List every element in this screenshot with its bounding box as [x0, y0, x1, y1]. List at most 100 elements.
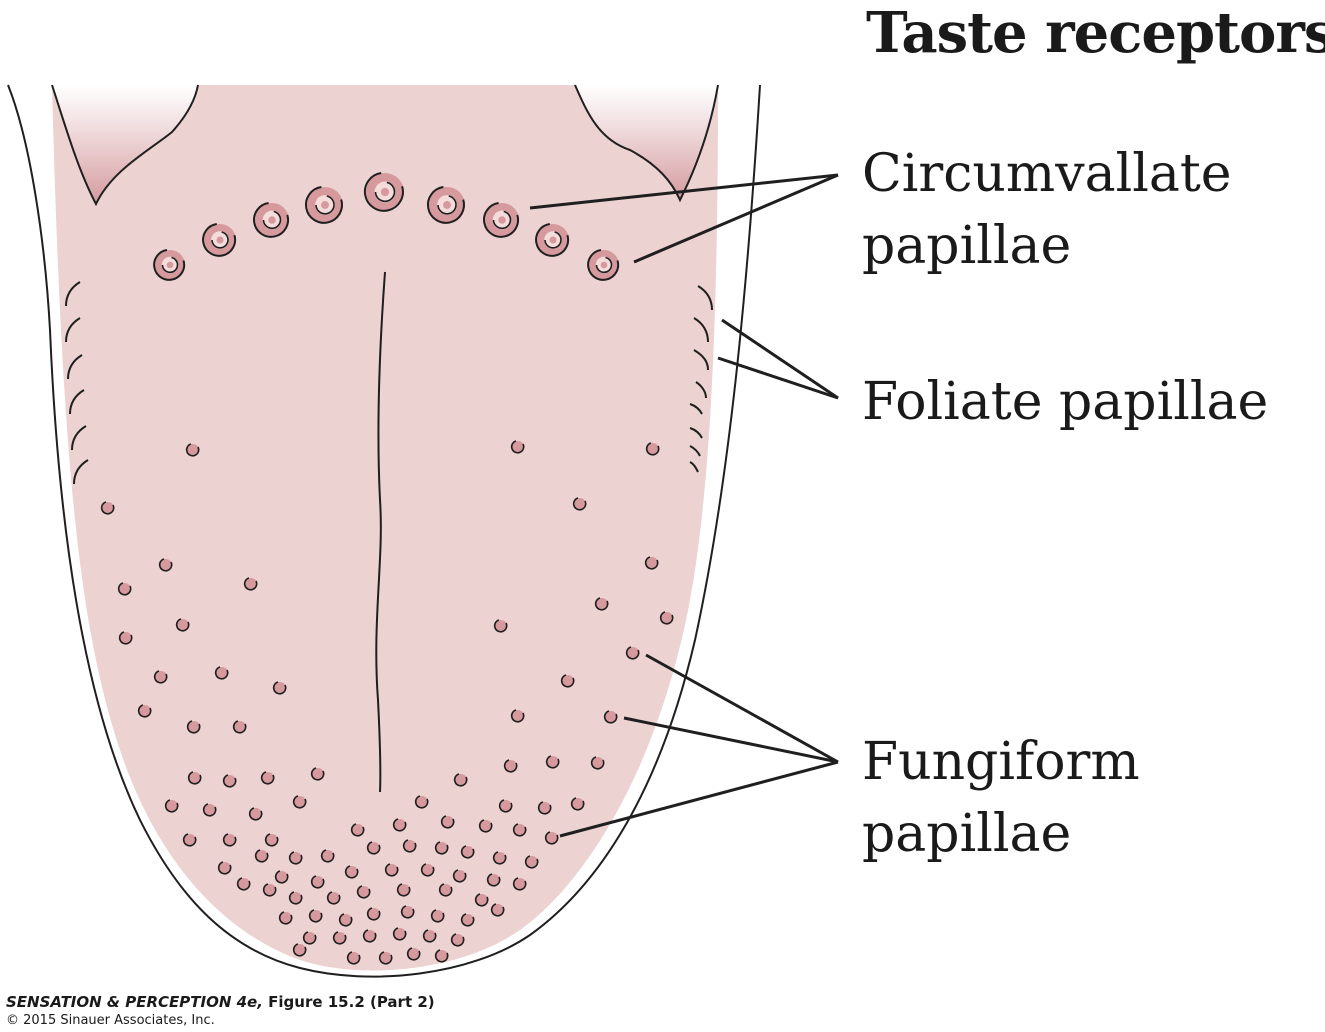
- foliate-folds-right: [689, 285, 713, 473]
- fungiform-papilla: [302, 931, 317, 945]
- leader-fung-3: [559, 760, 839, 838]
- fungiform-papilla: [366, 841, 381, 855]
- copyright-line: © 2015 Sinauer Associates, Inc.: [6, 1013, 215, 1028]
- fungiform-papilla: [202, 803, 217, 817]
- diagram-title: Taste receptors:: [866, 0, 1325, 66]
- circumvallate-papilla: [483, 202, 519, 238]
- fungiform-papilla: [474, 893, 489, 907]
- fungiform-papilla: [420, 863, 435, 877]
- fungiform-papilla: [570, 797, 585, 811]
- figure-credit: SENSATION & PERCEPTION 4e, Figure 15.2 (…: [6, 993, 435, 1011]
- fungiform-papilla: [320, 849, 335, 863]
- fungiform-papilla: [493, 619, 508, 633]
- fungiform-papilla: [326, 891, 341, 905]
- fungiform-papilla: [572, 497, 587, 511]
- fungiform-papilla: [346, 951, 361, 965]
- fungiform-papilla: [118, 631, 133, 645]
- circumvallate-papilla: [587, 249, 620, 281]
- label-circumvallate-line2: papillae: [862, 216, 1072, 276]
- fungiform-papilla: [254, 849, 269, 863]
- credit-figure: Figure 15.2 (Part 2): [262, 993, 435, 1011]
- fungiform-papilla: [512, 877, 527, 891]
- fungiform-papilla: [396, 883, 411, 897]
- fungiform-papilla: [503, 759, 518, 773]
- leader-fung-2: [623, 716, 839, 764]
- fungiform-papilla: [137, 704, 152, 718]
- fungiform-papilla: [214, 666, 229, 680]
- fungiform-papilla: [338, 913, 353, 927]
- fungiform-papilla: [434, 949, 449, 963]
- fungiform-papilla: [272, 681, 287, 695]
- fungiform-papilla: [486, 873, 501, 887]
- fungiform-papilla: [187, 771, 202, 785]
- tongue-body: [52, 85, 718, 971]
- fungiform-papilla: [182, 833, 197, 847]
- fungiform-papilla: [378, 951, 393, 965]
- fungiform-papilla: [414, 795, 429, 809]
- fungiform-papilla: [392, 927, 407, 941]
- fungiform-papilla: [100, 501, 115, 515]
- fungiform-papilla: [537, 801, 552, 815]
- fungiform-papilla: [264, 833, 279, 847]
- fungiform-papilla: [510, 440, 525, 454]
- tongue-inner-left-line: [51, 84, 199, 207]
- fungiform-papilla: [288, 851, 303, 865]
- circumvallate-papilla: [535, 223, 570, 257]
- fungiform-papillae: [100, 440, 674, 965]
- fungiform-papilla: [400, 905, 415, 919]
- fungiform-papilla: [222, 774, 237, 788]
- fungiform-papilla: [450, 933, 465, 947]
- fungiform-papilla: [644, 556, 659, 570]
- circumvallate-papilla: [253, 202, 289, 238]
- leader-lines: [529, 173, 839, 838]
- fungiform-papilla: [117, 582, 132, 596]
- label-circumvallate-line1: Circumvallate: [862, 144, 1232, 204]
- label-fungiform-line1: Fungiform: [862, 732, 1140, 792]
- fungiform-papilla: [362, 929, 377, 943]
- fungiform-papilla: [440, 815, 455, 829]
- circumvallate-papilla: [153, 249, 186, 281]
- tongue-left-edge: [7, 84, 761, 978]
- fungiform-papilla: [288, 891, 303, 905]
- fungiform-papilla: [153, 670, 168, 684]
- fungiform-papilla: [308, 909, 323, 923]
- fungiform-papilla: [164, 799, 179, 813]
- fungiform-papilla: [243, 577, 258, 591]
- fungiform-papilla: [452, 869, 467, 883]
- fungiform-papilla: [434, 841, 449, 855]
- fungiform-papilla: [292, 943, 307, 957]
- fungiform-papilla: [460, 845, 475, 859]
- fungiform-papilla: [490, 903, 505, 917]
- fungiform-papilla: [217, 861, 232, 875]
- label-foliate: Foliate papillae: [862, 366, 1268, 438]
- circumvallate-papillae: [153, 172, 620, 281]
- fungiform-papilla: [422, 929, 437, 943]
- fungiform-papilla: [158, 558, 173, 572]
- fungiform-papilla: [603, 710, 618, 724]
- fungiform-papilla: [262, 883, 277, 897]
- fungiform-papilla: [186, 720, 201, 734]
- fungiform-papilla: [402, 839, 417, 853]
- fungiform-papilla: [310, 875, 325, 889]
- leader-fol-2: [717, 356, 839, 400]
- foliate-folds-left: [65, 281, 89, 485]
- fungiform-papilla: [344, 865, 359, 879]
- leader-fol-1: [721, 318, 839, 400]
- leader-circ-1: [529, 173, 839, 210]
- fungiform-papilla: [453, 773, 468, 787]
- fungiform-papilla: [406, 947, 421, 961]
- fungiform-papilla: [430, 909, 445, 923]
- fungiform-papilla: [492, 851, 507, 865]
- fungiform-papilla: [594, 597, 609, 611]
- fungiform-papilla: [544, 831, 559, 845]
- fungiform-papilla: [510, 709, 525, 723]
- label-circumvallate: Circumvallate papillae: [862, 138, 1232, 282]
- fungiform-papilla: [260, 771, 275, 785]
- circumvallate-papilla: [427, 186, 465, 224]
- label-foliate-line1: Foliate papillae: [862, 372, 1269, 432]
- circumvallate-papilla: [305, 186, 343, 224]
- label-fungiform-line2: papillae: [862, 804, 1072, 864]
- fungiform-papilla: [384, 863, 399, 877]
- fungiform-papilla: [392, 818, 407, 832]
